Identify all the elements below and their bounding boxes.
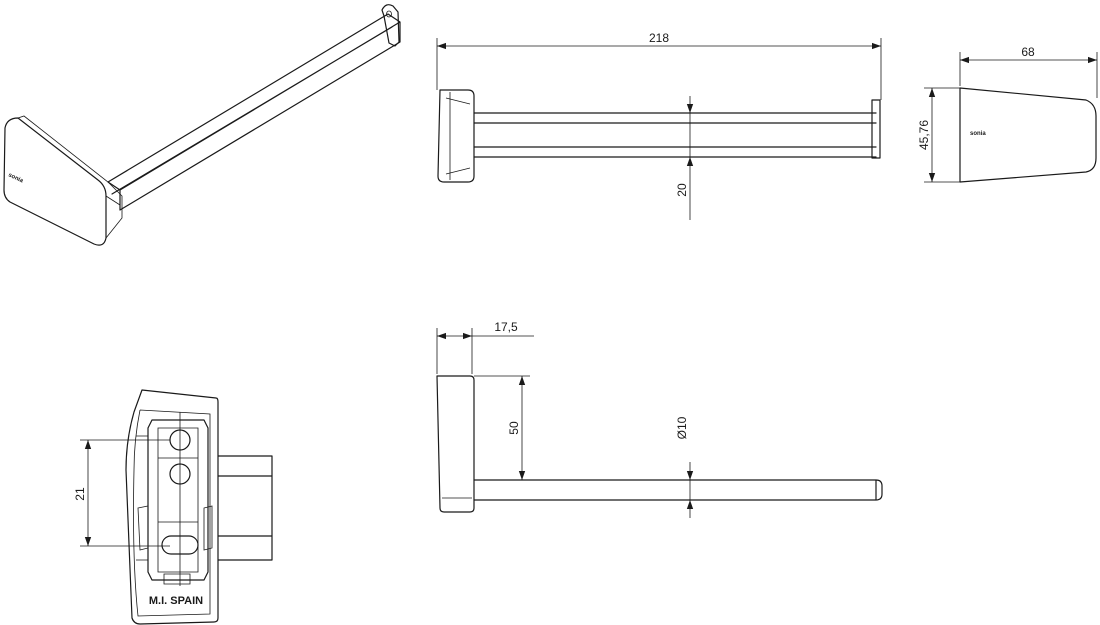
front-base-detail xyxy=(445,92,471,180)
iso-logo-mark: sonia xyxy=(7,172,24,184)
dimension-depth-label: 68 xyxy=(1021,45,1035,59)
dimension-fixing-spacing-label: 21 xyxy=(73,487,87,501)
dimension-diameter: Ø10 xyxy=(675,416,694,518)
end-view-logo-mark: sonia xyxy=(970,131,986,137)
diameter-value: 10 xyxy=(675,416,689,430)
fixing-bracket-inner xyxy=(136,427,199,573)
back-plate-bar-stub xyxy=(211,455,273,561)
back-plate-inner-rim xyxy=(133,409,211,617)
dimension-arm-height: 50 xyxy=(474,375,530,480)
dimension-diameter-label: Ø10 xyxy=(675,416,689,439)
top-view-rod xyxy=(473,479,883,501)
dimension-length-label: 218 xyxy=(649,31,669,45)
back-plate-view: M.I. SPAIN 21 xyxy=(73,389,273,625)
dimension-bar-width: 20 xyxy=(675,96,694,220)
end-view-body xyxy=(959,87,1097,183)
end-view: sonia 68 45,76 xyxy=(917,45,1098,183)
front-view: 218 20 xyxy=(436,31,882,220)
dimension-height: 45,76 xyxy=(917,87,960,183)
iso-bar xyxy=(107,13,401,211)
front-end-piece xyxy=(871,99,881,159)
dimension-length: 218 xyxy=(436,31,882,100)
front-base-plate xyxy=(437,89,475,183)
dimension-height-label: 45,76 xyxy=(917,120,931,150)
iso-base-edge xyxy=(17,115,123,239)
front-bar xyxy=(473,112,877,158)
isometric-view: sonia xyxy=(3,4,401,246)
dimension-arm-height-label: 50 xyxy=(507,421,521,435)
fixing-bracket xyxy=(147,419,209,581)
iso-end-cap xyxy=(381,4,400,47)
side-clips xyxy=(137,505,213,551)
dimension-depth: 68 xyxy=(959,45,1098,98)
bottom-tab xyxy=(163,573,191,585)
diameter-symbol: Ø xyxy=(675,430,689,439)
manufacturer-marking: M.I. SPAIN xyxy=(149,595,203,607)
iso-end-hole xyxy=(386,10,392,18)
dimension-fixing-spacing: 21 xyxy=(73,439,170,547)
top-view-plate xyxy=(436,375,475,513)
dimension-plate-offset: 17,5 xyxy=(436,320,534,374)
top-view: 17,5 50 Ø10 xyxy=(436,320,883,518)
dimension-plate-offset-label: 17,5 xyxy=(494,320,518,334)
dimension-bar-width-label: 20 xyxy=(675,183,689,197)
